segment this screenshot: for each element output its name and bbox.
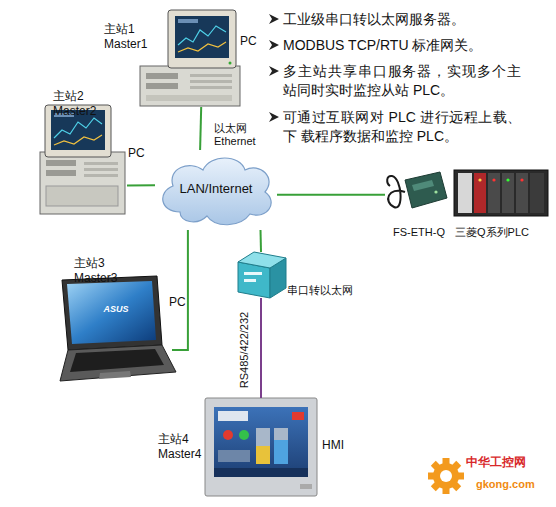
converter-node: 串口转以太网 xyxy=(236,252,286,298)
laptop-node: 主站3 Master3PC xyxy=(55,272,172,382)
adapter-node: FS-ETH-Q xyxy=(385,166,447,214)
network-link xyxy=(172,230,188,350)
network-link xyxy=(200,107,201,150)
feature-bullet: 多主站共享串口服务器，实现多个主 站同时实时监控从站 PLC。 xyxy=(283,62,521,100)
node-label: 主站4 Master4 xyxy=(158,432,208,462)
hmi-node: 主站4 Master4HMI xyxy=(205,398,317,496)
node-label: 主站1 Master1 xyxy=(104,22,154,52)
adapter-illustration xyxy=(387,172,447,208)
pc-node: 主站2 Master2PC xyxy=(38,103,127,216)
watermark-text: 中华工控网 xyxy=(466,454,554,470)
device-type: HMI xyxy=(322,438,352,453)
feature-bullet: MODBUS TCP/RTU 标准网关。 xyxy=(283,36,521,55)
pc-illustration xyxy=(140,10,240,106)
cloud-node: LAN/Internet xyxy=(155,150,277,230)
network-link xyxy=(127,184,155,186)
node-label: FS-ETH-Q xyxy=(393,225,463,240)
plc-node: 三菱Q系列PLC xyxy=(454,168,548,218)
pc-node: 主站1 Master1PC xyxy=(140,10,242,107)
link-label: 以太网 Ethernet xyxy=(214,122,269,148)
node-label: LAN/Internet xyxy=(155,181,277,196)
feature-bullet: 可通过互联网对 PLC 进行远程上载、下 载程序数据和监控 PLC。 xyxy=(283,108,521,146)
network-link xyxy=(277,194,385,196)
watermark-url: gkong.com xyxy=(476,477,556,492)
feature-bullet: 工业级串口转以太网服务器。 xyxy=(283,10,521,29)
device-type: PC xyxy=(128,146,150,161)
device-type: PC xyxy=(240,34,262,49)
pc-illustration xyxy=(40,105,125,214)
network-link xyxy=(260,298,262,398)
network-link xyxy=(260,230,263,252)
brand-logo: ASUS xyxy=(96,303,136,315)
hmi-illustration xyxy=(205,398,317,496)
watermark-logo xyxy=(428,458,464,494)
laptop-illustration xyxy=(60,276,176,381)
node-label: 主站3 Master3 xyxy=(74,256,124,286)
device-type: PC xyxy=(169,295,191,310)
plc-illustration xyxy=(454,170,548,216)
node-label: 串口转以太网 xyxy=(287,283,367,298)
link-label: RS485/422/232 xyxy=(238,312,250,388)
bullet-markers xyxy=(269,14,279,122)
node-label: 主站2 Master2 xyxy=(53,89,103,119)
converter-illustration xyxy=(238,252,286,298)
node-label: 三菱Q系列PLC xyxy=(455,225,550,240)
